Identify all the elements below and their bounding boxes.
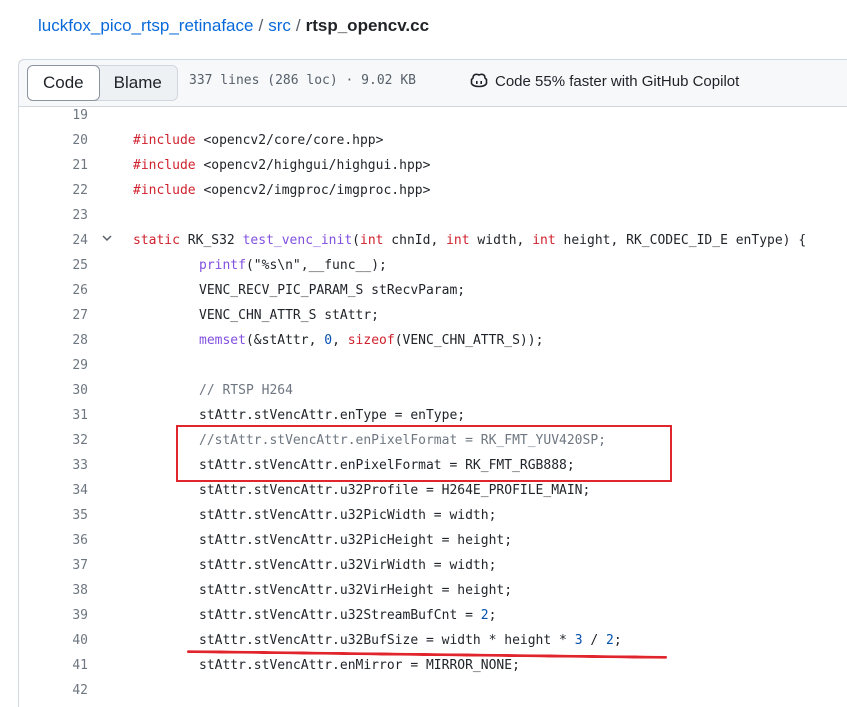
code-tab-button[interactable]: Code (27, 65, 100, 101)
code-line: 35 stAttr.stVencAttr.u32PicWidth = width… (19, 503, 847, 528)
code-text: stAttr.stVencAttr.enType = enType; (199, 408, 466, 423)
code-line: 39 stAttr.stVencAttr.u32StreamBufCnt = 2… (19, 603, 847, 628)
copilot-promo-link[interactable]: Code 55% faster with GitHub Copilot (469, 72, 739, 90)
code-line: 22 #include <opencv2/imgproc/imgproc.hpp… (19, 178, 847, 203)
code-line: 29 (19, 353, 847, 378)
blame-tab-button[interactable]: Blame (113, 73, 162, 92)
code-text: stAttr.stVencAttr.u32StreamBufCnt = 2; (199, 608, 497, 623)
line-number[interactable]: 42 (72, 683, 88, 698)
code-text: //stAttr.stVencAttr.enPixelFormat = RK_F… (199, 433, 606, 448)
code-text: static RK_S32 test_venc_init(int chnId, … (133, 233, 807, 248)
line-number[interactable]: 34 (72, 483, 88, 498)
line-number[interactable]: 40 (72, 633, 88, 648)
code-line: 38 stAttr.stVencAttr.u32VirHeight = heig… (19, 578, 847, 603)
code-line: 31 stAttr.stVencAttr.enType = enType; (19, 403, 847, 428)
line-number[interactable]: 25 (72, 258, 88, 273)
line-number[interactable]: 30 (72, 383, 88, 398)
line-number[interactable]: 26 (72, 283, 88, 298)
breadcrumb-separator: / (295, 16, 301, 35)
copilot-promo-text: Code 55% faster with GitHub Copilot (495, 72, 740, 90)
code-text: memset(&stAttr, 0, sizeof(VENC_CHN_ATTR_… (199, 333, 544, 348)
code-line: 30 // RTSP H264 (19, 378, 847, 403)
code-line: 41 stAttr.stVencAttr.enMirror = MIRROR_N… (19, 653, 847, 678)
code-line: 37 stAttr.stVencAttr.u32VirWidth = width… (19, 553, 847, 578)
code-text: stAttr.stVencAttr.u32PicWidth = width; (199, 508, 497, 523)
code-line: 23 (19, 203, 847, 228)
chevron-down-icon[interactable] (101, 228, 113, 253)
copilot-icon (470, 73, 488, 88)
code-text: VENC_CHN_ATTR_S stAttr; (199, 308, 380, 323)
code-text: #include <opencv2/highgui/highgui.hpp> (133, 158, 431, 173)
code-line: 25 printf("%s\n",__func__); (19, 253, 847, 278)
view-mode-toggle: Code Blame (27, 65, 178, 101)
code-text: #include <opencv2/core/core.hpp> (133, 133, 384, 148)
code-line: 26 VENC_RECV_PIC_PARAM_S stRecvParam; (19, 278, 847, 303)
code-text: stAttr.stVencAttr.u32BufSize = width * h… (199, 633, 622, 648)
line-number[interactable]: 19 (72, 108, 88, 123)
code-line: 40 stAttr.stVencAttr.u32BufSize = width … (19, 628, 847, 653)
code-view: 19 20 #include <opencv2/core/core.hpp> 2… (18, 107, 847, 707)
code-line: 34 stAttr.stVencAttr.u32Profile = H264E_… (19, 478, 847, 503)
line-number[interactable]: 37 (72, 558, 88, 573)
code-line: 21 #include <opencv2/highgui/highgui.hpp… (19, 153, 847, 178)
line-number[interactable]: 41 (72, 658, 88, 673)
line-number[interactable]: 35 (72, 508, 88, 523)
line-number[interactable]: 20 (72, 133, 88, 148)
code-text: printf("%s\n",__func__); (199, 258, 387, 273)
code-line: 36 stAttr.stVencAttr.u32PicHeight = heig… (19, 528, 847, 553)
breadcrumb-file-name: rtsp_opencv.cc (305, 16, 430, 35)
code-line: 27 VENC_CHN_ATTR_S stAttr; (19, 303, 847, 328)
line-number[interactable]: 33 (72, 458, 88, 473)
line-number[interactable]: 24 (72, 233, 88, 248)
line-number[interactable]: 28 (72, 333, 88, 348)
code-line: 20 #include <opencv2/core/core.hpp> (19, 128, 847, 153)
line-number[interactable]: 36 (72, 533, 88, 548)
code-text: stAttr.stVencAttr.enPixelFormat = RK_FMT… (199, 458, 575, 473)
highlight-box-annotation (176, 425, 672, 482)
breadcrumb-repo-link[interactable]: luckfox_pico_rtsp_retinaface (38, 16, 254, 35)
code-line: 28 memset(&stAttr, 0, sizeof(VENC_CHN_AT… (19, 328, 847, 353)
breadcrumb-separator: / (258, 16, 264, 35)
breadcrumb-dir-link[interactable]: src (268, 16, 291, 35)
code-line: 19 (19, 103, 847, 128)
code-line: 32 //stAttr.stVencAttr.enPixelFormat = R… (19, 428, 847, 453)
line-number[interactable]: 39 (72, 608, 88, 623)
code-line: 33 stAttr.stVencAttr.enPixelFormat = RK_… (19, 453, 847, 478)
breadcrumb: luckfox_pico_rtsp_retinaface/src/rtsp_op… (38, 15, 429, 37)
file-toolbar: Code Blame 337 lines (286 loc) · 9.02 KB… (18, 59, 847, 107)
code-text: // RTSP H264 (199, 383, 293, 398)
code-line: 42 (19, 678, 847, 703)
code-text: stAttr.stVencAttr.u32VirHeight = height; (199, 583, 513, 598)
code-text: #include <opencv2/imgproc/imgproc.hpp> (133, 183, 431, 198)
line-number[interactable]: 32 (72, 433, 88, 448)
line-number[interactable]: 21 (72, 158, 88, 173)
line-number[interactable]: 31 (72, 408, 88, 423)
code-text: stAttr.stVencAttr.enMirror = MIRROR_NONE… (199, 658, 520, 673)
line-number[interactable]: 29 (72, 358, 88, 373)
line-number[interactable]: 22 (72, 183, 88, 198)
file-stats: 337 lines (286 loc) · 9.02 KB (189, 73, 416, 88)
code-line: 24 static RK_S32 test_venc_init(int chnI… (19, 228, 847, 253)
line-number[interactable]: 23 (72, 208, 88, 223)
code-text: stAttr.stVencAttr.u32Profile = H264E_PRO… (199, 483, 591, 498)
code-text: stAttr.stVencAttr.u32PicHeight = height; (199, 533, 513, 548)
code-text: VENC_RECV_PIC_PARAM_S stRecvParam; (199, 283, 466, 298)
line-number[interactable]: 27 (72, 308, 88, 323)
line-number[interactable]: 38 (72, 583, 88, 598)
code-text: stAttr.stVencAttr.u32VirWidth = width; (199, 558, 497, 573)
